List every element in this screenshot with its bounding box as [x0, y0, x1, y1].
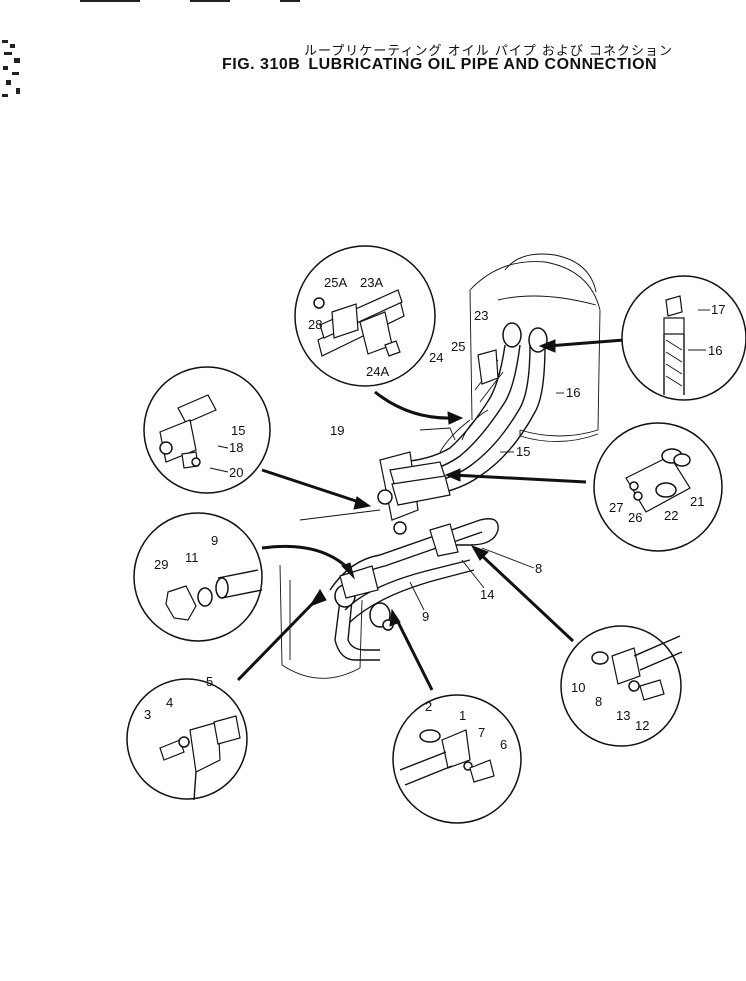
callout-leader-ticks — [209, 309, 710, 611]
callout-16-main: 16 — [566, 385, 580, 400]
detail-circle-bracket-23a — [294, 245, 436, 387]
callout-24a: 24A — [366, 364, 389, 379]
callout-26: 26 — [628, 510, 642, 525]
engine-housing-outline — [279, 253, 601, 679]
detail-circle-fitting-21 — [593, 422, 723, 552]
callout-16-detail: 16 — [708, 343, 722, 358]
detail-leader-arrows — [236, 338, 625, 691]
callout-5: 5 — [206, 674, 213, 689]
scan-noise — [2, 0, 300, 97]
title-english: FIG. 310B LUBRICATING OIL PIPE AND CONNEC… — [222, 56, 665, 74]
callout-1: 1 — [459, 708, 466, 723]
callout-13: 13 — [616, 708, 630, 723]
callout-8-detail: 8 — [595, 694, 602, 709]
callout-22: 22 — [664, 508, 678, 523]
callout-17: 17 — [711, 302, 725, 317]
callout-2: 2 — [425, 699, 432, 714]
callout-3: 3 — [144, 707, 151, 722]
callout-19: 19 — [330, 423, 344, 438]
callout-7: 7 — [478, 725, 485, 740]
callout-27: 27 — [609, 500, 623, 515]
detail-circle-hose-16 — [621, 275, 746, 401]
callout-23a: 23A — [360, 275, 383, 290]
callout-14: 14 — [480, 587, 494, 602]
detail-circle-fitting-18 — [143, 366, 271, 494]
callout-20: 20 — [229, 465, 243, 480]
detail-circle-flange-1 — [392, 694, 522, 824]
callout-4: 4 — [166, 695, 173, 710]
callout-labels: 25A 23A 28 24A 23 25 24 16 15 19 17 16 1… — [144, 275, 725, 752]
callout-18: 18 — [229, 440, 243, 455]
callout-15-main: 15 — [516, 444, 530, 459]
callout-8-main: 8 — [535, 561, 542, 576]
callout-25a: 25A — [324, 275, 347, 290]
main-oil-hose-assembly — [377, 322, 548, 535]
figure-number: FIG. 310B — [222, 56, 301, 73]
callout-25: 25 — [451, 339, 465, 354]
detail-circle-flange-5 — [126, 678, 248, 801]
callout-11: 11 — [185, 550, 199, 565]
detail-circle-elbow-29 — [133, 512, 263, 642]
callout-9-main: 9 — [422, 609, 429, 624]
callout-10: 10 — [571, 680, 585, 695]
callout-23: 23 — [474, 308, 488, 323]
title-japanese: ループリケーティング オイル パイプ および コネクション — [304, 44, 673, 59]
callout-29: 29 — [154, 557, 168, 572]
callout-28: 28 — [308, 317, 322, 332]
callout-24: 24 — [429, 350, 443, 365]
figure-title: LUBRICATING OIL PIPE AND CONNECTION — [308, 56, 658, 73]
callout-21: 21 — [690, 494, 704, 509]
callout-15-detail: 15 — [231, 423, 245, 438]
callout-12: 12 — [635, 718, 649, 733]
callout-6: 6 — [500, 737, 507, 752]
callout-9-detail: 9 — [211, 533, 218, 548]
detail-circle-flange-8 — [560, 625, 683, 747]
